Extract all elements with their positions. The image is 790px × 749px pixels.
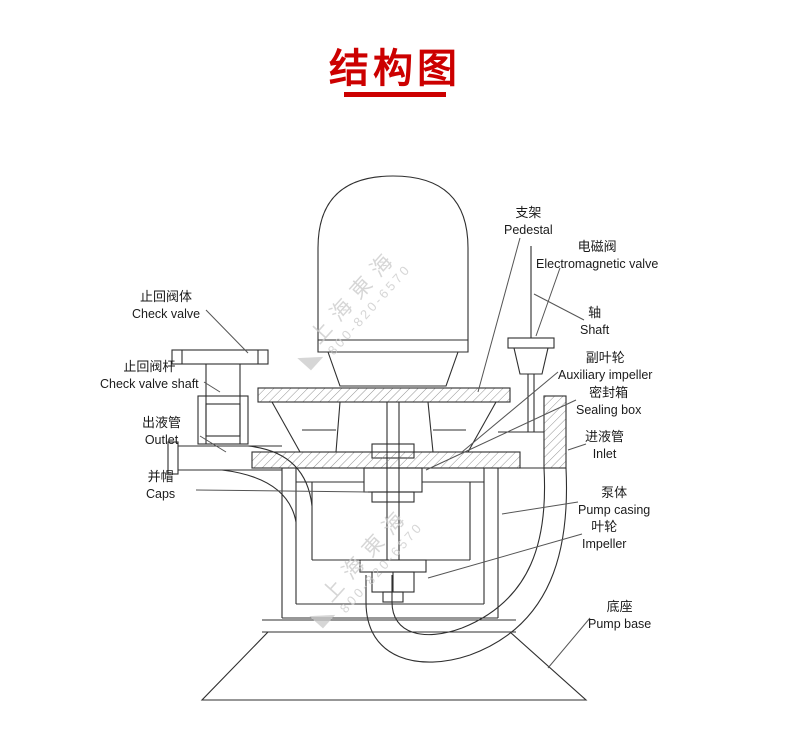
- label-electromagnetic-valve: 电磁阀 Electromagnetic valve: [536, 239, 658, 272]
- leader-caps: [195, 489, 369, 493]
- label-pump-casing: 泵体 Pump casing: [578, 485, 650, 518]
- motor-outline: [317, 175, 469, 387]
- label-inlet: 进液管 Inlet: [585, 429, 624, 462]
- label-outlet: 出液管 Outlet: [142, 415, 181, 448]
- leader-auxiliary-impeller: [461, 371, 559, 453]
- leader-sealing-box: [425, 399, 577, 471]
- leader-pump-casing: [501, 501, 579, 515]
- label-sealing-box-en: Sealing box: [576, 402, 642, 417]
- label-pedestal-zh: 支架: [515, 205, 542, 220]
- label-check-valve-shaft-en: Check valve shaft: [100, 376, 199, 391]
- pump-base-outline: [200, 619, 588, 701]
- label-impeller: 叶轮 Impeller: [582, 519, 626, 552]
- label-caps: 并帽 Caps: [146, 469, 175, 502]
- label-check-valve-shaft-zh: 止回阀杆: [123, 359, 176, 374]
- label-pedestal: 支架 Pedestal: [504, 205, 553, 238]
- label-pump-base: 底座 Pump base: [588, 599, 651, 632]
- label-outlet-zh: 出液管: [142, 415, 182, 430]
- label-sealing-box-zh: 密封箱: [589, 385, 629, 400]
- label-caps-en: Caps: [146, 486, 176, 501]
- leader-impeller: [427, 533, 583, 579]
- sealing-box-outline: [363, 467, 423, 503]
- label-inlet-en: Inlet: [592, 446, 617, 461]
- label-pump-casing-en: Pump casing: [578, 502, 651, 517]
- label-check-valve-shaft: 止回阀杆 Check valve shaft: [100, 359, 199, 392]
- label-pedestal-en: Pedestal: [504, 222, 553, 237]
- leader-check-valve: [205, 309, 249, 354]
- leader-electromagnetic-valve: [535, 267, 561, 337]
- label-impeller-en: Impeller: [582, 536, 627, 551]
- label-caps-zh: 并帽: [147, 469, 174, 484]
- casing-top-flange: [251, 451, 521, 469]
- label-check-valve: 止回阀体 Check valve: [132, 289, 200, 322]
- pump-casing-outline: [281, 468, 499, 619]
- outlet-pipe-outline: [167, 441, 313, 523]
- label-electromagnetic-valve-zh: 电磁阀: [577, 239, 617, 254]
- label-check-valve-en: Check valve: [132, 306, 201, 321]
- electromagnetic-valve-outline: [507, 246, 555, 432]
- label-auxiliary-impeller: 副叶轮 Auxiliary impeller: [558, 350, 652, 383]
- label-impeller-zh: 叶轮: [591, 519, 618, 534]
- label-pump-casing-zh: 泵体: [601, 485, 628, 500]
- label-pump-base-en: Pump base: [588, 616, 652, 631]
- label-check-valve-zh: 止回阀体: [140, 289, 193, 304]
- page-title: 结构图: [329, 47, 461, 91]
- leader-pedestal: [477, 237, 521, 393]
- title-underline: [344, 92, 446, 97]
- leader-pump-base: [547, 617, 591, 669]
- check-valve-outline: [171, 349, 269, 445]
- label-shaft: 轴 Shaft: [580, 305, 609, 338]
- pedestal-outline: [257, 387, 511, 453]
- label-auxiliary-impeller-zh: 副叶轮: [585, 350, 625, 365]
- leader-check-valve-shaft: [203, 381, 221, 393]
- shaft-outline: [371, 402, 415, 560]
- leader-outlet: [199, 435, 227, 453]
- label-inlet-zh: 进液管: [585, 429, 625, 444]
- leader-shaft: [533, 293, 585, 321]
- label-outlet-en: Outlet: [144, 432, 179, 447]
- impeller-outline: [359, 559, 427, 603]
- label-pump-base-zh: 底座: [606, 599, 633, 614]
- label-shaft-en: Shaft: [580, 322, 610, 337]
- label-auxiliary-impeller-en: Auxiliary impeller: [558, 367, 653, 382]
- label-shaft-zh: 轴: [588, 305, 602, 320]
- label-electromagnetic-valve-en: Electromagnetic valve: [536, 256, 659, 271]
- inlet-pipe-outline: [365, 395, 568, 663]
- leader-inlet: [567, 443, 587, 451]
- label-sealing-box: 密封箱 Sealing box: [576, 385, 641, 418]
